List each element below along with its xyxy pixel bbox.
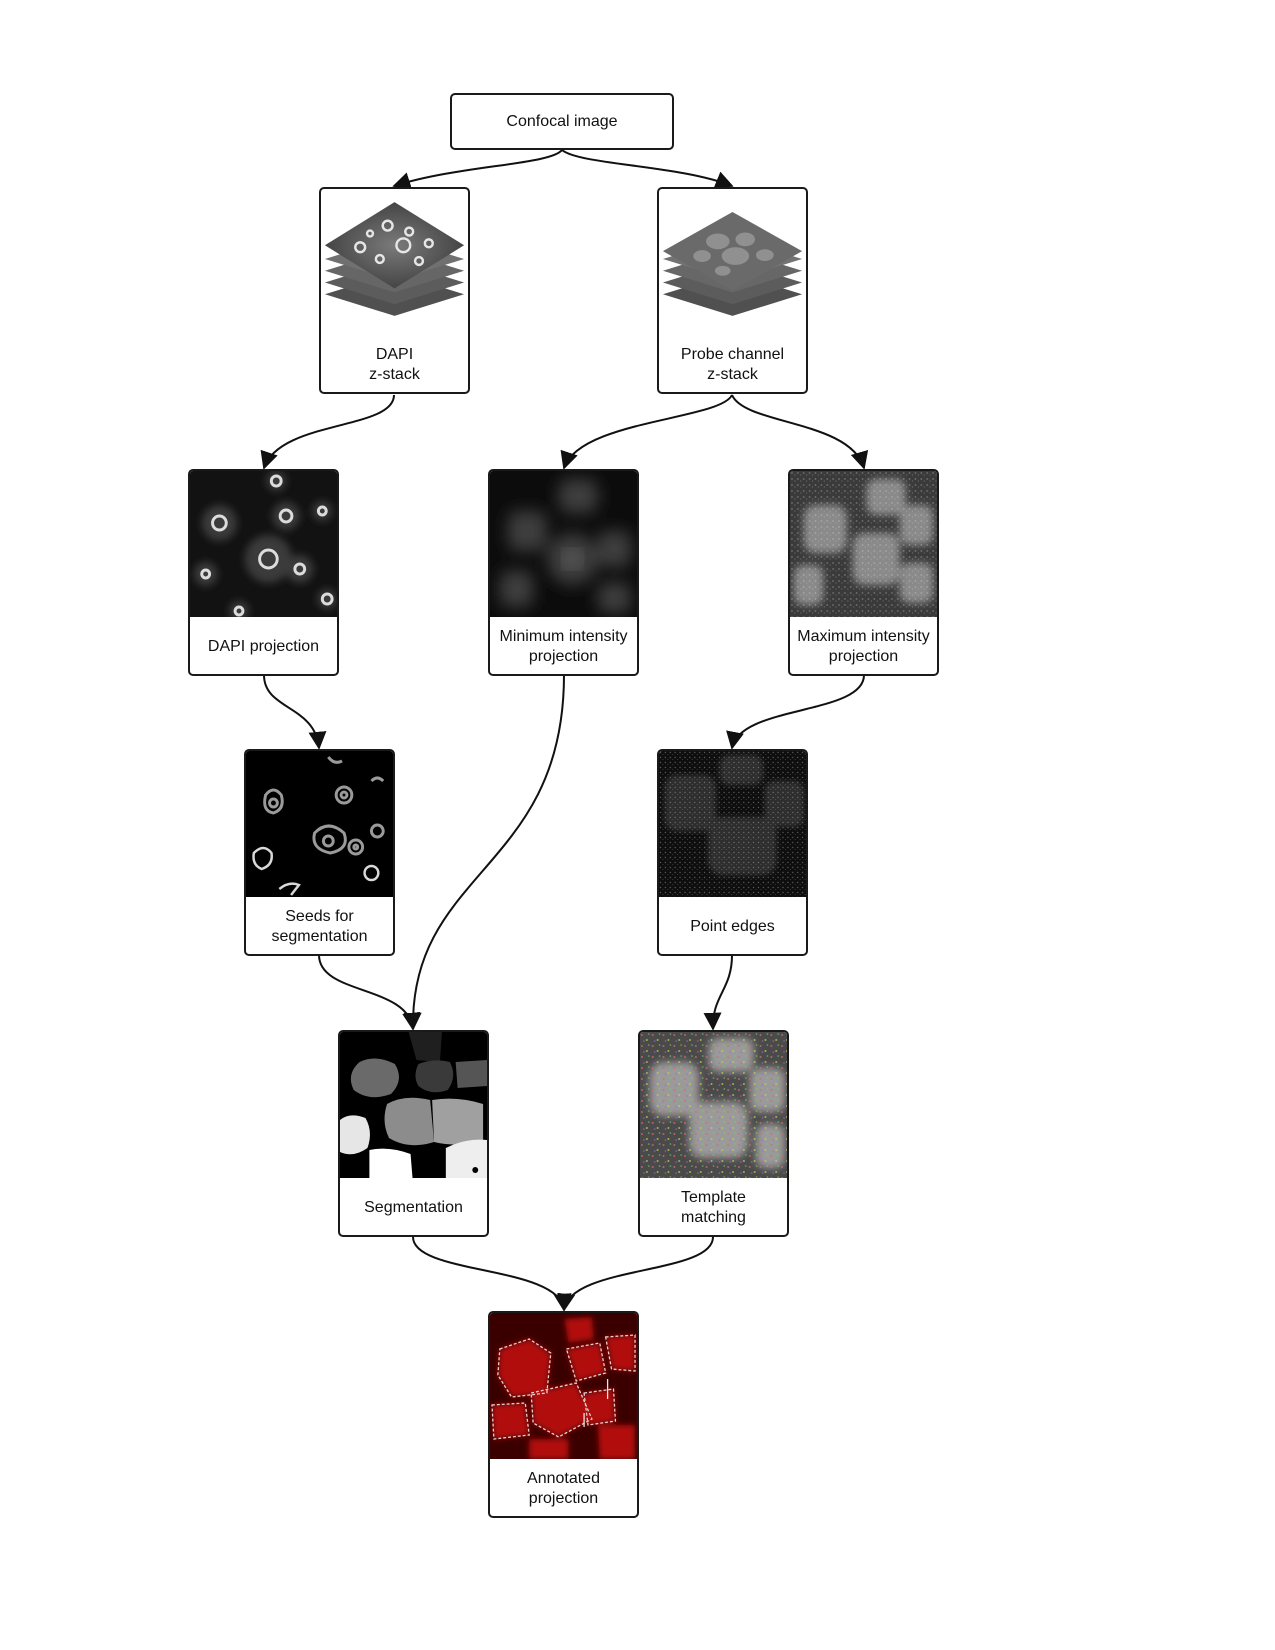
dapi-zstack-image	[321, 201, 468, 317]
point-edges-node[interactable]: Point edges	[657, 749, 808, 956]
min-intensity-projection-node[interactable]: Minimum intensity projection	[488, 469, 639, 676]
template-matching-label: Template matching	[681, 1189, 746, 1226]
edge-confocal-probe-stack	[561, 149, 734, 189]
dapi-projection-label: DAPI projection	[207, 638, 320, 655]
edge-segmentation-annotated	[412, 1236, 572, 1312]
max-intensity-projection-image	[790, 471, 937, 617]
max-intensity-projection-label: Maximum intensity projection	[797, 628, 930, 665]
edge-seeds-segmentation	[318, 954, 421, 1031]
dapi-zstack-label: DAPI z-stack	[369, 346, 420, 383]
seeds-image	[246, 751, 393, 897]
template-matching-image	[640, 1032, 787, 1178]
edge-probe-stack-min-proj	[560, 394, 733, 470]
edge-dapi-stack-dapi-proj	[260, 394, 395, 470]
seeds-label: Seeds for segmentation	[271, 908, 368, 945]
annotated-projection-label: Annotated projection	[527, 1470, 600, 1507]
annotated-projection-node[interactable]: Annotated projection	[488, 1311, 639, 1518]
segmentation-image	[340, 1032, 487, 1178]
dapi-zstack-node[interactable]: DAPI z-stack	[319, 187, 470, 394]
max-intensity-projection-node[interactable]: Maximum intensity projection	[788, 469, 939, 676]
probe-zstack-label: Probe channel z-stack	[680, 346, 785, 383]
point-edges-label: Point edges	[690, 918, 775, 935]
annotated-projection-image	[490, 1313, 637, 1459]
seeds-node[interactable]: Seeds for segmentation	[244, 749, 395, 956]
probe-zstack-image	[659, 201, 806, 317]
segmentation-label: Segmentation	[364, 1199, 463, 1216]
dapi-projection-image	[190, 471, 337, 617]
edge-max-proj-point-edges	[726, 674, 865, 750]
edge-probe-stack-max-proj	[731, 394, 869, 470]
edge-point-edges-template	[703, 954, 733, 1031]
edge-dapi-proj-seeds	[263, 674, 327, 750]
point-edges-image	[659, 751, 806, 897]
template-matching-node[interactable]: Template matching	[638, 1030, 789, 1237]
edge-confocal-dapi-stack	[392, 149, 563, 190]
segmentation-node[interactable]: Segmentation	[338, 1030, 489, 1237]
probe-zstack-node[interactable]: Probe channel z-stack	[657, 187, 808, 394]
min-intensity-projection-label: Minimum intensity projection	[499, 628, 628, 665]
confocal-image-label: Confocal image	[506, 112, 618, 130]
min-intensity-projection-image	[490, 471, 637, 617]
edge-template-annotated	[557, 1236, 714, 1312]
confocal-image-node[interactable]: Confocal image	[450, 93, 674, 150]
dapi-projection-node[interactable]: DAPI projection	[188, 469, 339, 676]
edge-min-proj-segmentation	[403, 674, 565, 1031]
